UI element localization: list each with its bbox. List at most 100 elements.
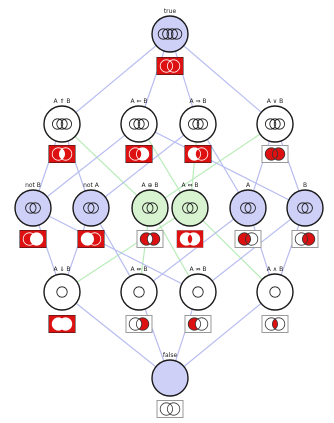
lattice-edge-blue [138,207,249,293]
venn-circle-a [264,147,278,161]
venn-B [291,230,319,248]
node-label: B [303,182,307,189]
lattice-edge-green [61,207,191,293]
node-r2a: not B [14,182,52,227]
venn-nconverse [125,315,153,333]
lattice-edge-green [189,207,276,293]
node-r1b: A ⇐ B [120,98,158,143]
venn-notA [77,230,105,248]
node-circle [43,273,81,311]
node-inner-circle [87,202,99,214]
node-circle [151,359,189,397]
venn-circle-a [22,232,37,246]
venn-circle-b [187,232,201,246]
node-inner-circle [188,118,200,130]
node-inner-circle [264,118,277,130]
lattice-edge-blue [90,123,199,209]
venn-circle-b [29,232,44,246]
node-r1c: A ⇒ B [179,98,217,143]
venn-notB [19,230,47,248]
node-label: not B [25,182,41,189]
venn-circle-a [179,232,193,246]
node-r2e: A [229,182,267,227]
node-inner-circle [297,202,309,214]
venn-or [261,145,289,163]
node-label: A ∨ B [267,98,283,105]
node-inner-circle [240,202,252,214]
venn-nor [48,315,76,333]
node-circle [151,15,189,53]
node-r2c: A ⊕ B [131,182,169,227]
node-inner-circle [269,118,281,130]
venn-circle-b [245,232,259,246]
node-r3b: A ⇍ B [120,266,158,311]
venn-nimplies [184,315,212,333]
venn-circle-b [271,147,286,161]
node-circle [229,189,267,227]
node-bot: false [151,352,189,397]
venn-layer [19,57,319,418]
node-circle [286,189,324,227]
lattice-edge-blue [138,123,306,209]
venn-none [156,400,184,418]
node-inner-circle [146,202,158,214]
venn-circle-b [195,147,209,161]
node-label: false [163,352,178,359]
lattice-edge-blue [61,33,171,125]
node-inner-circle [60,118,73,130]
venn-circle-a [80,232,95,246]
node-r3a: A ⇓ B [43,266,81,311]
venn-converse [125,145,153,163]
venn-implies [184,145,212,163]
node-inner-circle [171,28,183,40]
node-inner-circle [29,202,41,214]
node-inner-circle [157,28,169,40]
node-circle [14,189,52,227]
node-label: A ⇑ B [53,98,70,105]
venn-circle-a [159,402,173,416]
node-label: A [246,182,251,189]
venn-box [156,400,184,418]
node-circle [179,273,217,311]
node-circle [131,189,169,227]
lattice-edge-green [149,123,276,209]
venn-circle-b [195,317,209,331]
venn-circle-b [301,232,316,246]
venn-circle-a [51,317,66,331]
node-label: A ⇐ B [130,98,147,105]
venn-nand [48,145,76,163]
node-inner-circle [51,118,64,130]
node-label: A ⊕ B [141,182,158,189]
node-inner-circle [273,118,285,130]
node-top: true [151,8,189,53]
node-r1a: A ⇑ B [43,98,81,143]
venn-circle-a [139,232,153,246]
venn-circle-b [58,317,73,331]
node-inner-circle [192,118,204,130]
venn-and [261,315,289,333]
node-label: A ⇓ B [53,266,70,273]
venn-xnor [176,230,204,248]
node-label: true [164,8,177,15]
venn-circle-a [128,317,142,331]
node-inner-circle [244,202,256,214]
venn-circle-a [187,147,201,161]
venn-circle-b [167,59,181,73]
node-inner-circle [83,202,95,214]
node-circle [72,189,110,227]
node-inner-circle [133,118,145,130]
node-circle [120,105,158,143]
node-circle [120,273,158,311]
venn-circle-b [271,317,286,331]
node-inner-circle [137,118,149,130]
venn-A [234,230,262,248]
node-r3c: A ⇏ B [179,266,217,311]
node-inner-circle [269,286,281,298]
node-inner-circle [196,118,208,130]
node-label: A ⇍ B [130,266,147,273]
venn-circle-b [147,232,161,246]
node-circle [256,273,294,311]
node-inner-circle [25,202,37,214]
venn-circle-a [159,59,173,73]
